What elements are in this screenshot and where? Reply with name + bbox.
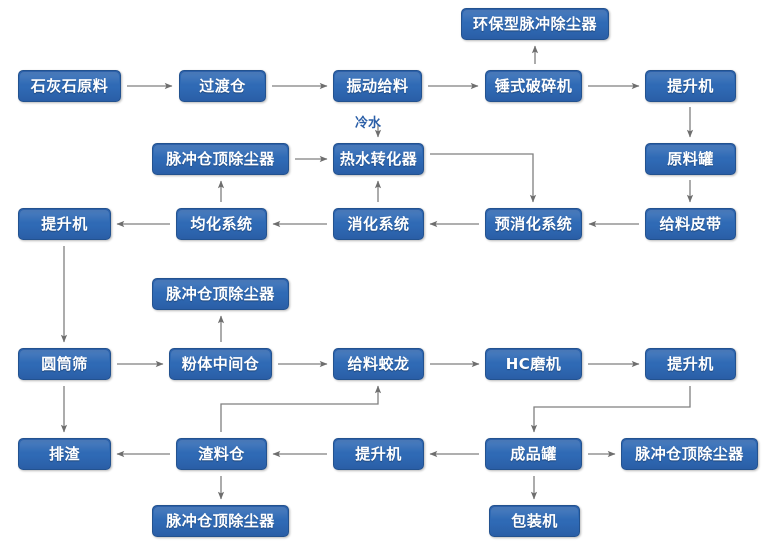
process-node-label: 给料蛟龙 xyxy=(347,354,410,373)
process-node[interactable]: 粉体中间仓 xyxy=(169,348,272,380)
process-node-label: 过渡仓 xyxy=(199,76,246,95)
connector-arrow xyxy=(530,386,691,433)
process-node-label: 脉冲仓顶除尘器 xyxy=(166,149,275,168)
process-node-label: 石灰石原料 xyxy=(30,76,109,95)
process-node[interactable]: 提升机 xyxy=(645,348,736,380)
process-node[interactable]: 提升机 xyxy=(333,438,424,470)
process-node-label: 提升机 xyxy=(667,354,714,373)
process-node-label: 热水转化器 xyxy=(339,149,418,168)
process-node-label: HC磨机 xyxy=(505,354,562,373)
process-node[interactable]: 热水转化器 xyxy=(333,143,424,175)
connector-arrow xyxy=(430,153,537,203)
process-node-label: 提升机 xyxy=(41,214,88,233)
process-node[interactable]: 给料蛟龙 xyxy=(333,348,424,380)
connector-arrow xyxy=(220,385,382,432)
process-node[interactable]: 均化系统 xyxy=(176,208,267,240)
process-node-label: 给料皮带 xyxy=(659,214,722,233)
process-node[interactable]: 过渡仓 xyxy=(179,70,266,102)
process-node-label: 排渣 xyxy=(48,444,80,463)
process-node-label: 均化系统 xyxy=(190,214,253,233)
process-node[interactable]: 排渣 xyxy=(18,438,111,470)
process-node[interactable]: 振动给料 xyxy=(333,70,422,102)
process-node[interactable]: 脉冲仓顶除尘器 xyxy=(152,505,289,537)
process-node-label: 环保型脉冲除尘器 xyxy=(472,14,597,33)
process-node-label: 提升机 xyxy=(667,76,714,95)
process-node-label: 原料罐 xyxy=(667,149,714,168)
process-node[interactable]: 包装机 xyxy=(489,505,580,537)
process-node-label: 渣料仓 xyxy=(198,444,245,463)
process-node-label: 成品罐 xyxy=(510,444,557,463)
process-node[interactable]: 给料皮带 xyxy=(645,208,736,240)
process-node-label: 包装机 xyxy=(511,511,558,530)
process-node-label: 消化系统 xyxy=(347,214,410,233)
process-node-label: 脉冲仓顶除尘器 xyxy=(166,284,275,303)
process-node[interactable]: 圆筒筛 xyxy=(18,348,111,380)
process-node[interactable]: 渣料仓 xyxy=(176,438,267,470)
process-node-label: 粉体中间仓 xyxy=(181,354,260,373)
process-node-label: 锤式破碎机 xyxy=(494,76,573,95)
process-node[interactable]: 脉冲仓顶除尘器 xyxy=(621,438,758,470)
process-node[interactable]: 脉冲仓顶除尘器 xyxy=(152,278,289,310)
process-node[interactable]: 提升机 xyxy=(18,208,111,240)
process-node-label: 脉冲仓顶除尘器 xyxy=(635,444,744,463)
process-node-label: 圆筒筛 xyxy=(41,354,88,373)
process-node-label: 脉冲仓顶除尘器 xyxy=(166,511,275,530)
process-node[interactable]: 环保型脉冲除尘器 xyxy=(461,8,609,40)
process-node[interactable]: 提升机 xyxy=(645,70,736,102)
process-node[interactable]: 原料罐 xyxy=(645,143,736,175)
process-node-label: 振动给料 xyxy=(346,76,409,95)
process-node[interactable]: 锤式破碎机 xyxy=(485,70,582,102)
process-node-label: 预消化系统 xyxy=(494,214,573,233)
process-node[interactable]: HC磨机 xyxy=(485,348,582,380)
process-node[interactable]: 预消化系统 xyxy=(485,208,582,240)
process-node-label: 提升机 xyxy=(355,444,402,463)
process-node[interactable]: 成品罐 xyxy=(485,438,582,470)
process-node[interactable]: 石灰石原料 xyxy=(18,70,121,102)
process-node[interactable]: 消化系统 xyxy=(333,208,424,240)
process-node[interactable]: 脉冲仓顶除尘器 xyxy=(152,143,289,175)
edge-label: 冷水 xyxy=(355,116,382,131)
